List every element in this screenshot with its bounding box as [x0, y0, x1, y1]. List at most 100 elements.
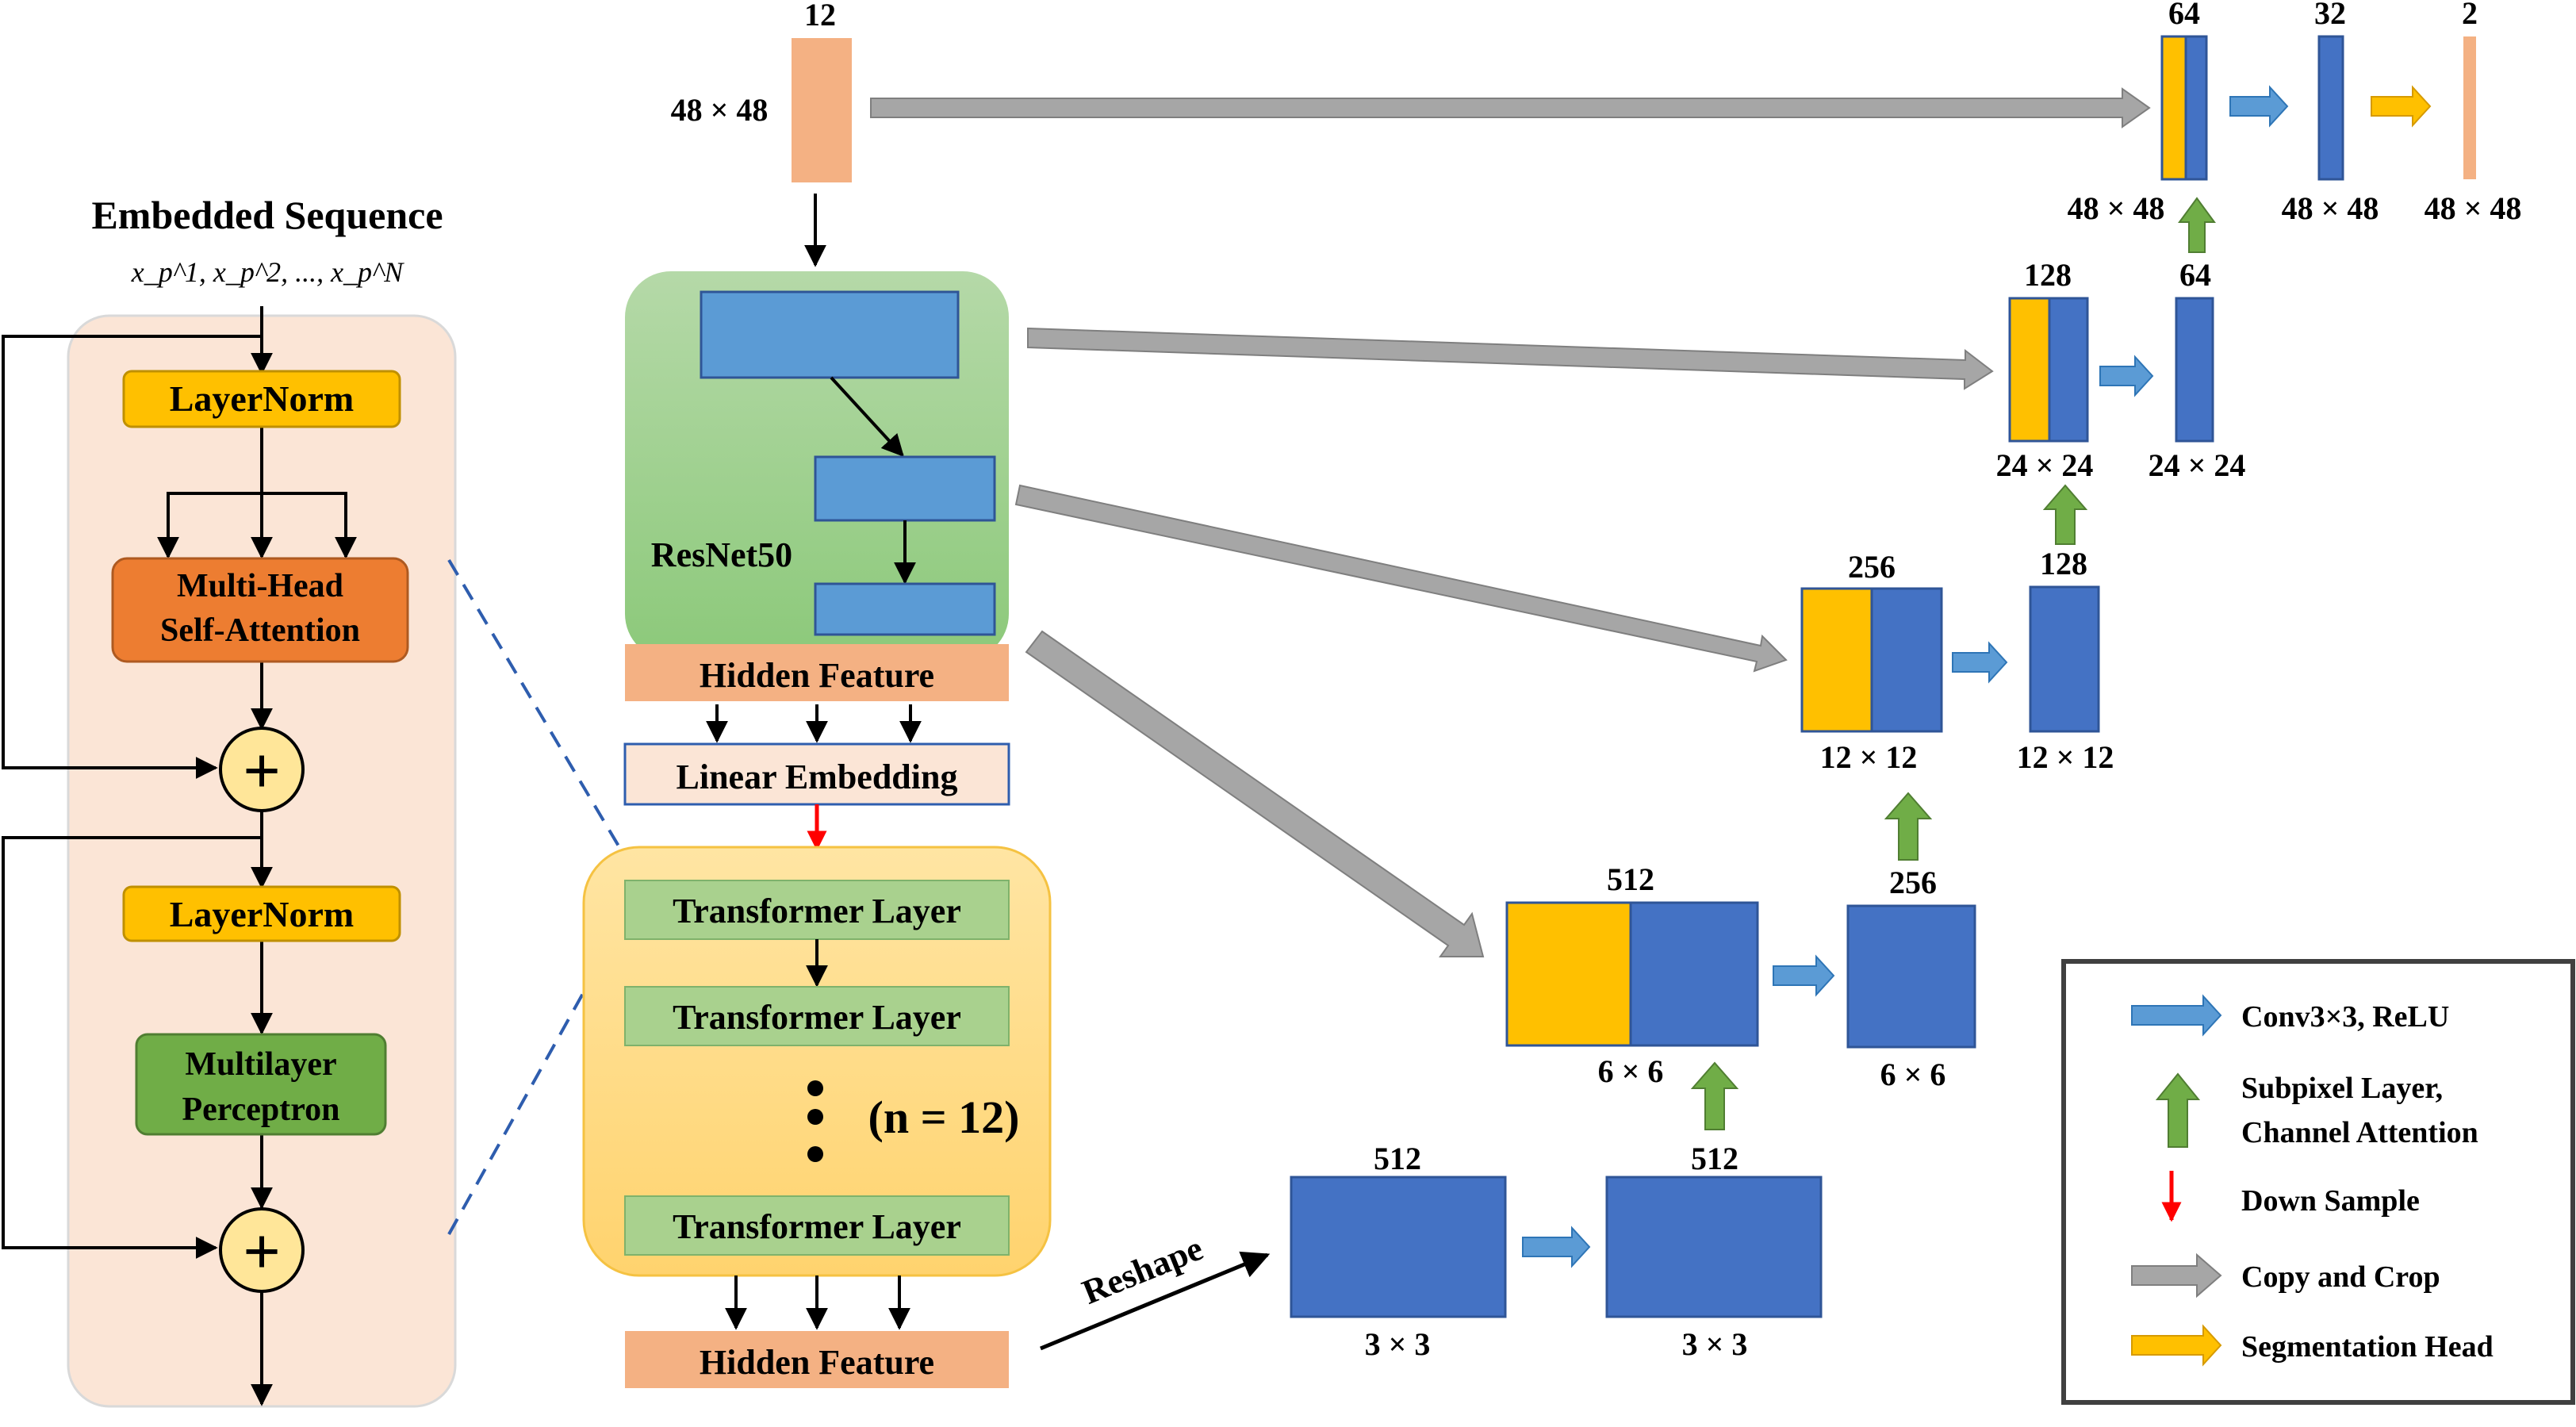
layernorm-label-1: LayerNorm [170, 378, 354, 419]
subpixel-arrow [1884, 792, 1933, 861]
stage6-out-channels: 256 [1889, 865, 1937, 900]
stage48-skip-block [2160, 35, 2187, 181]
input-sequence-label: x_p^1, x_p^2, ..., x_p^N [131, 256, 404, 288]
transformer-layer-3 [624, 1195, 1010, 1256]
conv-arrow [1522, 1226, 1591, 1268]
msa-label-line1: Multi-Head [177, 568, 343, 604]
copy-crop-arrow-48 [870, 87, 2151, 129]
reshape-arrow [1040, 1251, 1271, 1351]
transformer-layer-label-2: Transformer Layer [673, 998, 961, 1037]
embedded-sequence-title: Embedded Sequence [91, 193, 443, 237]
segmentation-head-arrow [2371, 85, 2432, 128]
stage12-up-block [1870, 587, 1943, 733]
legend-subpixel-label-2: Channel Attention [2241, 1116, 2478, 1149]
stage24-up-block [2048, 297, 2089, 443]
mlp-label-line1: Multilayer [185, 1046, 336, 1083]
stage12-out-channels: 128 [2040, 546, 2087, 581]
conv-arrow [2229, 85, 2289, 128]
stage48-up-block [2184, 35, 2208, 181]
add-symbol-2: + [243, 1215, 281, 1289]
stage48-concat-channels: 64 [2168, 0, 2200, 31]
bottleneck-2-channels: 512 [1691, 1141, 1738, 1176]
hidden-feature-bottom [625, 1331, 1009, 1388]
stage48-conv-block [2317, 35, 2344, 181]
residual-line-2 [2, 836, 262, 1259]
mlp-box [135, 1033, 387, 1136]
legend-downsample-label: Down Sample [2241, 1184, 2420, 1218]
resnet-feature-2 [814, 455, 996, 522]
stage12-concat-channels: 256 [1848, 549, 1896, 585]
residual-line-1 [2, 335, 262, 779]
resnet-feature-3 [814, 582, 996, 636]
input-image-block [792, 38, 852, 182]
zoom-line-top [447, 558, 627, 858]
subpixel-arrow [2042, 484, 2088, 545]
conv-arrow [1773, 954, 1835, 997]
add-circle-1 [219, 727, 305, 812]
legend-conv-icon [2131, 994, 2222, 1037]
stage6-up-block [1629, 901, 1759, 1047]
mlp-label-line2: Perceptron [182, 1091, 339, 1128]
transformer-layer-label-1: Transformer Layer [673, 892, 961, 930]
legend-conv-label: Conv3×3, ReLU [2241, 1000, 2449, 1034]
stage12-skip-block [1800, 587, 1873, 733]
legend-subpixel-label-1: Subpixel Layer, [2241, 1072, 2443, 1105]
add-symbol-1: + [243, 735, 281, 808]
stage24-size: 24 × 24 [1996, 447, 2094, 483]
stage24-out-channels: 64 [2179, 257, 2211, 293]
linear-embedding-box [623, 742, 1010, 806]
conv-arrow [2099, 355, 2154, 397]
ellipsis-dot [807, 1109, 823, 1125]
stage24-concat-channels: 128 [2024, 257, 2072, 293]
hidden-feature-top [625, 644, 1009, 701]
legend-seg-head-icon [2131, 1324, 2222, 1367]
stage48-conv-channels: 32 [2314, 0, 2346, 31]
layernorm-box-1 [122, 370, 401, 428]
stage6-size: 6 × 6 [1598, 1053, 1664, 1089]
ellipsis-dot [807, 1146, 823, 1162]
bottleneck-1-size: 3 × 3 [1365, 1326, 1431, 1362]
transformer-layer-label-3: Transformer Layer [673, 1207, 961, 1246]
stage12-size: 12 × 12 [1820, 739, 1918, 775]
hidden-feature-top-label: Hidden Feature [700, 656, 934, 695]
copy-crop-arrow-24 [1027, 327, 1994, 390]
legend-box [2061, 959, 2575, 1405]
stage6-concat-channels: 512 [1607, 861, 1654, 897]
stage24-out-block [2175, 297, 2214, 443]
subpixel-arrow [1690, 1061, 1739, 1130]
bottleneck-2-size: 3 × 3 [1682, 1326, 1748, 1362]
legend-copy-crop-label: Copy and Crop [2241, 1260, 2440, 1294]
ellipsis-dot [807, 1080, 823, 1096]
segmentation-output-block [2463, 36, 2476, 179]
layernorm-label-2: LayerNorm [170, 894, 354, 934]
resnet-arrow [830, 376, 904, 458]
input-channels: 12 [804, 0, 836, 33]
bottleneck-1-block [1290, 1176, 1507, 1318]
copy-crop-arrow-12 [1014, 484, 1788, 673]
legend-seg-head-label: Segmentation Head [2241, 1330, 2494, 1364]
bottleneck-2-block [1605, 1176, 1823, 1318]
subpixel-arrow [2178, 197, 2216, 253]
linear-embedding-label: Linear Embedding [677, 758, 958, 796]
stage24-out-size: 24 × 24 [2149, 447, 2246, 483]
stage6-out-size: 6 × 6 [1880, 1057, 1946, 1092]
reshape-label: Reshape [1077, 1229, 1209, 1312]
layer-count-label: (n = 12) [868, 1091, 1020, 1143]
resnet-label: ResNet50 [651, 535, 792, 574]
stage6-out-block [1846, 904, 1976, 1049]
layernorm-box-2 [122, 885, 401, 942]
bottleneck-1-channels: 512 [1374, 1141, 1421, 1176]
transformer-layer-2 [624, 986, 1010, 1046]
msa-box [111, 557, 409, 663]
stage48-size: 48 × 48 [2068, 190, 2165, 226]
input-size: 48 × 48 [671, 92, 769, 128]
legend-subpixel-icon [2155, 1072, 2201, 1148]
conv-arrow [1952, 641, 2008, 684]
stage12-out-size: 12 × 12 [2017, 739, 2114, 775]
stage24-skip-block [2008, 297, 2051, 443]
stage6-skip-block [1505, 901, 1632, 1047]
stage12-out-block [2029, 585, 2100, 733]
stage48-head-size: 48 × 48 [2425, 190, 2522, 226]
add-circle-2 [219, 1207, 305, 1293]
